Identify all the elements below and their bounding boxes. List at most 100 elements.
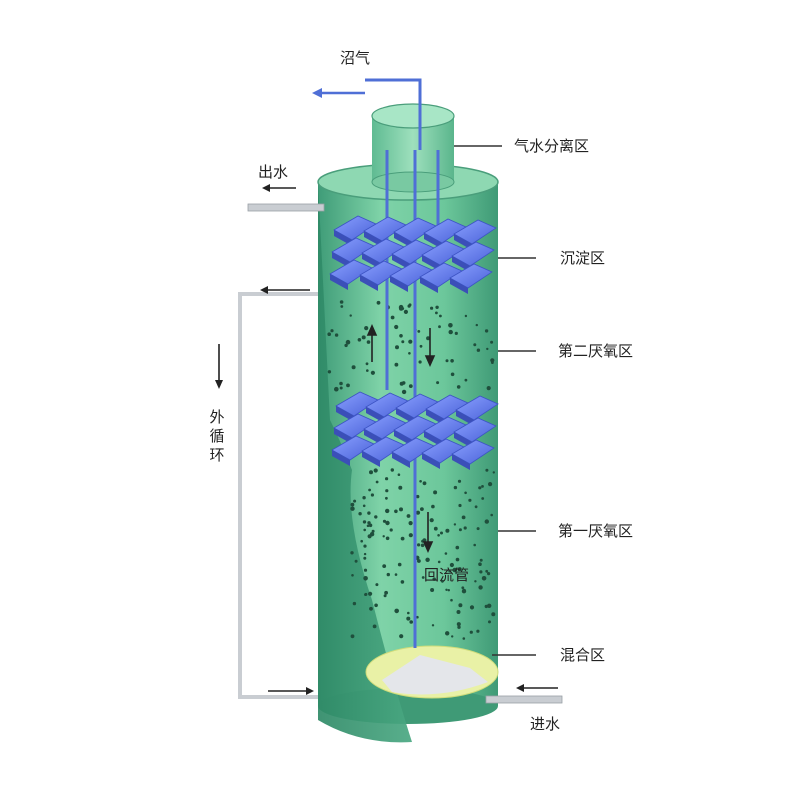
sludge-particle xyxy=(385,520,390,526)
sludge-particle xyxy=(458,528,462,532)
sludge-particle xyxy=(358,512,362,516)
sludge-particle xyxy=(350,506,355,511)
settler-blade-edge xyxy=(360,275,378,291)
sludge-particle xyxy=(439,314,442,318)
label-second-anaerobic-zone: 第二厌氧区 xyxy=(558,342,634,360)
sludge-particle xyxy=(450,359,454,363)
settler-pack-lower xyxy=(331,391,499,470)
sludge-particle xyxy=(487,572,491,576)
sludge-particle xyxy=(422,481,427,486)
sludge-particle xyxy=(370,493,374,497)
sludge-particle xyxy=(400,580,405,584)
sludge-particle xyxy=(486,386,491,391)
sludge-particle xyxy=(394,362,399,367)
settler-blade-edge xyxy=(454,432,472,448)
label-first-anaerobic-zone: 第一厌氧区 xyxy=(558,522,634,540)
sludge-particle xyxy=(369,470,373,475)
settler-blade-edge xyxy=(452,454,470,470)
sludge-particle xyxy=(441,579,444,583)
sludge-particle xyxy=(397,473,401,477)
sludge-particle xyxy=(368,523,373,528)
sludge-particle xyxy=(366,524,370,528)
sludge-particle xyxy=(430,306,434,310)
sludge-particle xyxy=(368,488,371,492)
sludge-particle xyxy=(399,507,403,512)
sludge-particle xyxy=(433,490,438,495)
sludge-particle xyxy=(385,496,388,500)
settler-blade-edge xyxy=(396,408,414,424)
effluent-pipe xyxy=(247,184,325,212)
sludge-particle xyxy=(474,505,478,509)
sludge-particle xyxy=(429,518,434,523)
sludge-particle xyxy=(488,620,491,624)
sludge-particle xyxy=(369,606,373,611)
sludge-particle xyxy=(448,323,453,328)
sludge-particle xyxy=(383,594,387,598)
sludge-particle xyxy=(398,304,404,310)
sludge-particle xyxy=(339,386,343,390)
sludge-particle xyxy=(382,564,387,568)
sludge-particle xyxy=(461,515,466,520)
sludge-particle xyxy=(469,605,475,610)
sludge-particle xyxy=(486,347,489,351)
settler-blade-edge xyxy=(362,253,380,269)
label-gas-water-separation-zone: 气水分离区 xyxy=(514,137,590,155)
sludge-particle xyxy=(457,625,461,629)
sludge-particle xyxy=(384,590,388,595)
settler-blade-edge xyxy=(364,231,382,247)
sludge-particle xyxy=(370,370,375,375)
sludge-particle xyxy=(382,519,387,523)
sludge-particle xyxy=(349,314,352,317)
settler-blade-edge xyxy=(422,255,440,271)
sludge-particle xyxy=(363,552,367,556)
sludge-particle xyxy=(421,576,425,579)
sludge-particle xyxy=(395,345,399,350)
sludge-particle xyxy=(457,567,462,572)
sludge-particle xyxy=(408,521,413,526)
sludge-particle xyxy=(344,343,348,348)
sludge-particle xyxy=(351,574,354,577)
sludge-particle xyxy=(399,634,404,639)
sludge-particle xyxy=(371,529,375,533)
sludge-particle xyxy=(481,497,485,500)
sludge-particle xyxy=(357,338,362,342)
sludge-particle xyxy=(464,491,467,495)
sludge-particle xyxy=(416,615,419,619)
settler-blade xyxy=(449,263,493,289)
sludge-particle xyxy=(385,536,390,541)
sludge-particle xyxy=(345,339,351,345)
sludge-particle xyxy=(479,558,483,562)
sludge-particle xyxy=(366,340,371,344)
sludge-particle xyxy=(382,535,385,538)
sludge-particle xyxy=(362,504,366,508)
sludge-particle xyxy=(340,305,344,308)
sludge-particle xyxy=(361,335,366,340)
settler-blade-edge xyxy=(424,431,442,447)
sludge-particle xyxy=(461,586,465,590)
sludge-particle xyxy=(385,477,389,481)
sludge-particle xyxy=(376,300,381,305)
sludge-particle xyxy=(432,577,436,581)
sludge-particle xyxy=(385,489,389,493)
sludge-particle xyxy=(437,560,441,564)
settler-blade-edge xyxy=(424,233,442,249)
sludge-particle xyxy=(327,370,332,374)
sludge-particle xyxy=(419,344,423,348)
sludge-particle xyxy=(417,330,421,333)
settler-blade xyxy=(453,417,497,443)
sludge-particle xyxy=(353,499,357,503)
sludge-particle xyxy=(386,572,390,577)
settler-blade xyxy=(455,395,499,421)
sludge-particle xyxy=(448,329,453,335)
sludge-particle xyxy=(390,468,394,472)
sludge-particle xyxy=(455,545,460,550)
sludge-particle xyxy=(350,502,355,507)
sludge-particle xyxy=(436,381,440,385)
sludge-particle xyxy=(450,598,453,602)
sludge-particle xyxy=(451,635,454,638)
settler-blade-edge xyxy=(454,234,472,250)
sludge-particle xyxy=(409,620,414,624)
settler-blade xyxy=(451,439,495,465)
sludge-particle xyxy=(469,630,473,634)
settler-blade-edge xyxy=(334,428,352,444)
